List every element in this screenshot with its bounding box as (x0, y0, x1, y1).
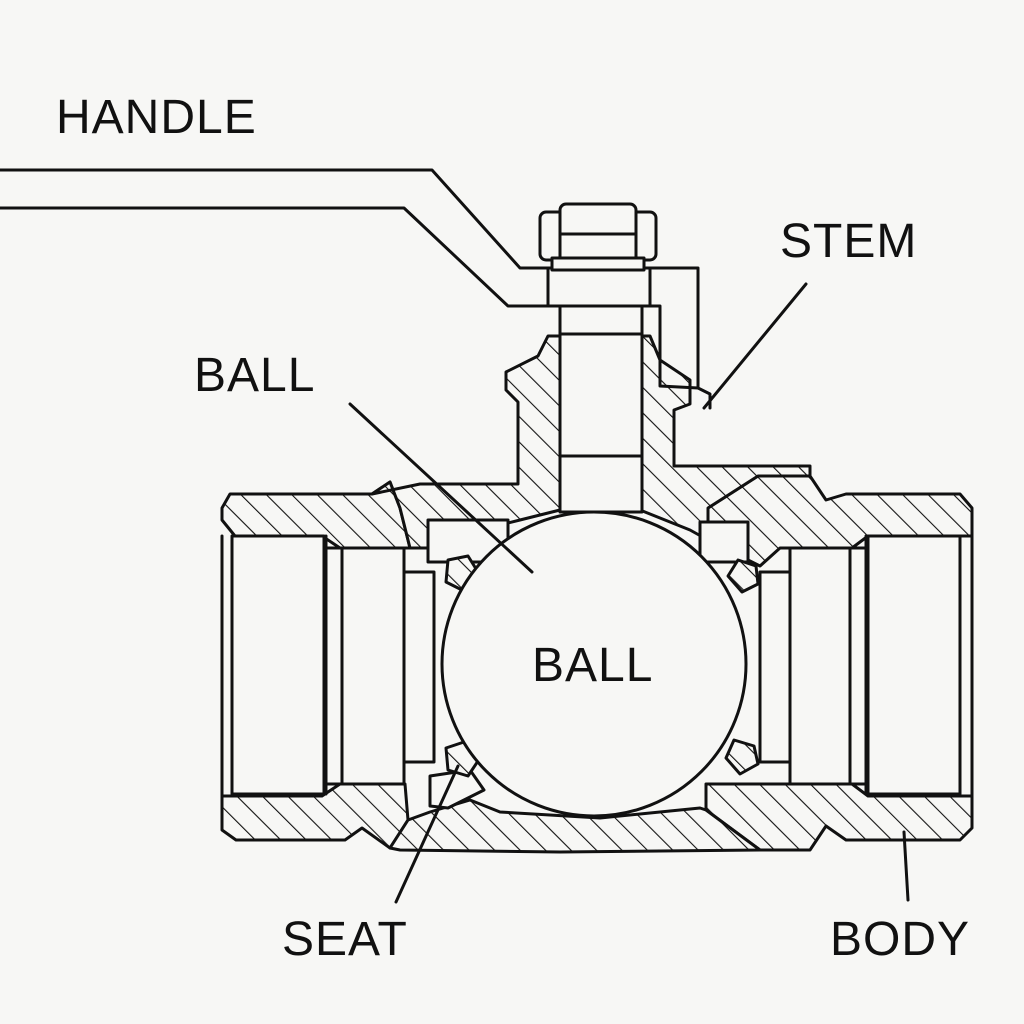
right-end-fitting (704, 474, 974, 852)
ball-callout-label: BALL (194, 349, 316, 402)
leader-lines (348, 282, 910, 904)
handle-label: HANDLE (56, 91, 257, 144)
left-end-fitting (220, 480, 436, 850)
ball-center-label: BALL (532, 639, 654, 692)
upper-right-cavity (698, 520, 750, 564)
seat-label: SEAT (282, 913, 408, 966)
stem-nut (538, 202, 658, 272)
lower-right-seat (724, 738, 760, 776)
right-port-thread (866, 534, 962, 796)
ball-leader-line (348, 402, 534, 574)
body-leader-line (902, 830, 910, 902)
left-port-thread (230, 534, 326, 796)
seat-leader-line (394, 764, 460, 904)
body-label: BODY (830, 913, 971, 966)
stem-leader-line (702, 282, 808, 410)
right-port-bore (788, 546, 852, 786)
upper-right-seat (726, 558, 760, 594)
left-port-bore (340, 546, 406, 786)
valve-ball (440, 510, 748, 818)
valve-handle (0, 168, 712, 410)
valve-stem (558, 304, 644, 514)
stem-label: STEM (780, 215, 918, 268)
